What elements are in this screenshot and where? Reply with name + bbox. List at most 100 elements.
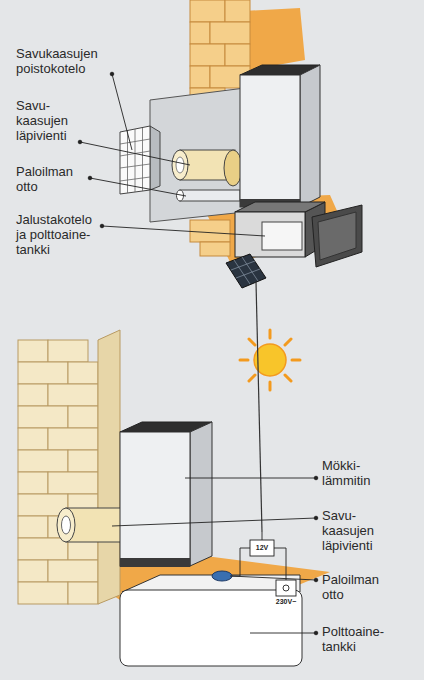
- leader-dot: [314, 578, 318, 582]
- brick-wall: [18, 330, 120, 604]
- leader-line: [80, 142, 190, 165]
- leader-line: [230, 576, 316, 580]
- top-scene: [78, 0, 362, 267]
- brick: [18, 384, 48, 406]
- leader-line: [90, 178, 186, 196]
- bottom-scene: [18, 254, 330, 666]
- fuel-drawer: [312, 205, 362, 267]
- base-box: [235, 202, 325, 257]
- drawer-face: [318, 212, 356, 260]
- brick: [190, 22, 210, 44]
- heater-side: [190, 422, 212, 566]
- part-label: Savu- kaasujen läpivienti: [16, 98, 80, 143]
- mains-box: [276, 580, 296, 596]
- leader-line: [250, 633, 316, 634]
- exhaust-grille: [120, 126, 160, 194]
- socket: [283, 585, 289, 591]
- grille-front: [120, 126, 150, 194]
- leader-line: [102, 226, 265, 236]
- pipe-end: [172, 150, 188, 180]
- exhaust-pipe: [172, 150, 242, 186]
- part-label: Polttoaine- tankki: [322, 624, 406, 654]
- pipe-body: [180, 190, 240, 201]
- exhaust-pipe: [57, 508, 124, 542]
- leader-line: [185, 478, 316, 479]
- fuel-tank: [120, 571, 302, 666]
- heater-front: [120, 432, 190, 566]
- brick: [18, 362, 68, 384]
- voltage-label: 230V~: [270, 598, 302, 606]
- brick: [48, 340, 88, 362]
- leader-lines: [78, 72, 265, 236]
- brick: [48, 428, 98, 450]
- brick: [18, 560, 48, 582]
- heater-side: [300, 65, 320, 207]
- brick: [190, 66, 210, 88]
- pole: [256, 282, 262, 532]
- wire: [232, 548, 250, 576]
- drawer-frame: [312, 205, 362, 267]
- leader-lines: [112, 476, 318, 635]
- wall-side: [98, 330, 120, 604]
- grille-grid: [120, 128, 150, 193]
- brick: [68, 406, 98, 428]
- sun: [240, 330, 300, 390]
- brick: [200, 242, 230, 256]
- leader-line: [112, 74, 132, 150]
- tank-inside: [262, 222, 302, 250]
- leader-dot: [88, 176, 92, 180]
- brick: [18, 428, 48, 450]
- wiring: [232, 532, 296, 596]
- leader-dot: [314, 516, 318, 520]
- part-label: Savu- kaasujen läpivienti: [322, 508, 386, 553]
- part-label: Savukaasujen poistokotelo: [16, 46, 114, 76]
- brick: [68, 450, 98, 472]
- brick: [68, 582, 98, 604]
- panel: [226, 254, 266, 288]
- brick: [68, 362, 98, 384]
- brick: [18, 340, 48, 362]
- brick: [18, 516, 48, 538]
- sun-rays: [240, 330, 300, 390]
- leader-line: [112, 518, 316, 526]
- leader-dot: [314, 631, 318, 635]
- brick: [225, 44, 250, 66]
- pipe-inner: [62, 516, 71, 534]
- brick: [190, 220, 230, 242]
- leader-dot: [78, 140, 82, 144]
- brick: [48, 560, 98, 582]
- part-label: Jalustakotelo ja polttoaine- tankki: [16, 212, 104, 257]
- solar-panel: [226, 254, 266, 532]
- voltage-label: 12V: [250, 544, 274, 552]
- leader-dot: [110, 72, 114, 76]
- pipe-collar: [224, 150, 242, 186]
- heater: [240, 65, 320, 207]
- wire: [262, 532, 263, 540]
- wire: [274, 548, 286, 580]
- base-top: [235, 202, 325, 212]
- tank-top: [122, 575, 300, 592]
- brick: [190, 44, 225, 66]
- battery-box: [250, 540, 274, 556]
- wall-plate: [150, 88, 245, 222]
- brick: [48, 384, 98, 406]
- leader-dot: [100, 224, 104, 228]
- pipe-end: [57, 508, 75, 542]
- part-label: Paloilman otto: [322, 572, 396, 602]
- heater: [120, 422, 212, 567]
- heater-louver: [120, 558, 190, 567]
- brick: [190, 0, 225, 22]
- brick: [18, 582, 68, 604]
- brick: [48, 472, 98, 494]
- panel-grid: [231, 257, 260, 284]
- brick: [18, 406, 68, 428]
- air-pipe: [177, 190, 241, 201]
- brick: [18, 472, 48, 494]
- sun-disc: [254, 344, 286, 376]
- brick: [210, 22, 250, 44]
- leader-dot: [314, 476, 318, 480]
- brick: [225, 0, 250, 22]
- brick: [18, 450, 68, 472]
- heater-front: [240, 75, 300, 207]
- part-label: Paloilman otto: [16, 164, 90, 194]
